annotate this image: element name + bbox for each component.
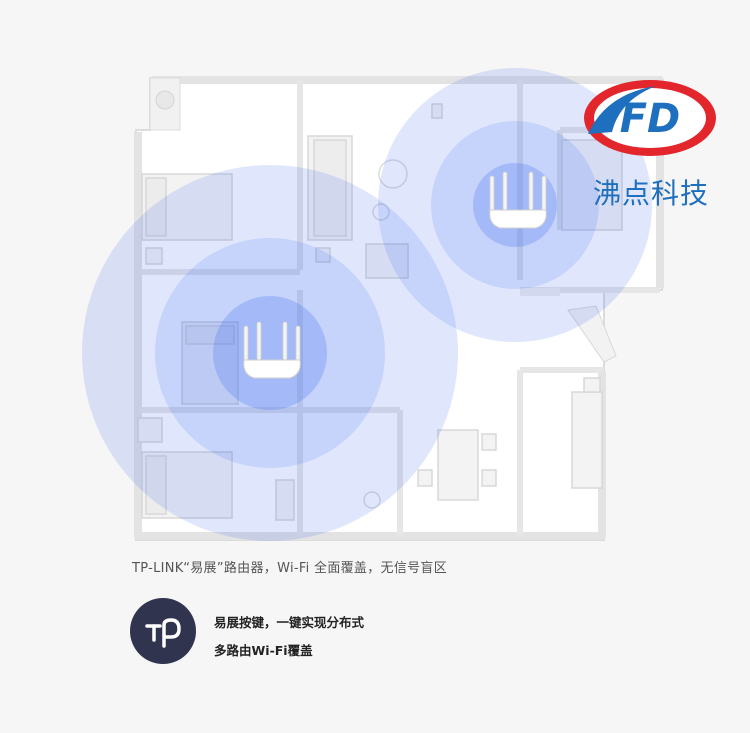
brand-name: 沸点科技 bbox=[592, 177, 709, 210]
router-right bbox=[489, 171, 547, 229]
router-left bbox=[243, 321, 301, 379]
wifi-coverage-right bbox=[378, 68, 652, 342]
feature-line-2: 多路由Wi-Fi覆盖 bbox=[214, 643, 313, 658]
brand-logo-letters: FD bbox=[620, 96, 681, 142]
caption-text: TP-LINK“易展”路由器，Wi-Fi 全面覆盖，无信号盲区 bbox=[132, 561, 448, 576]
brand-logo: FD bbox=[584, 80, 716, 156]
wifi-coverage-left bbox=[82, 165, 458, 541]
floor-plan-illustration bbox=[82, 68, 664, 541]
feature-line-1: 易展按键，一键实现分布式 bbox=[214, 615, 365, 630]
tp-link-logo-icon bbox=[130, 598, 196, 664]
